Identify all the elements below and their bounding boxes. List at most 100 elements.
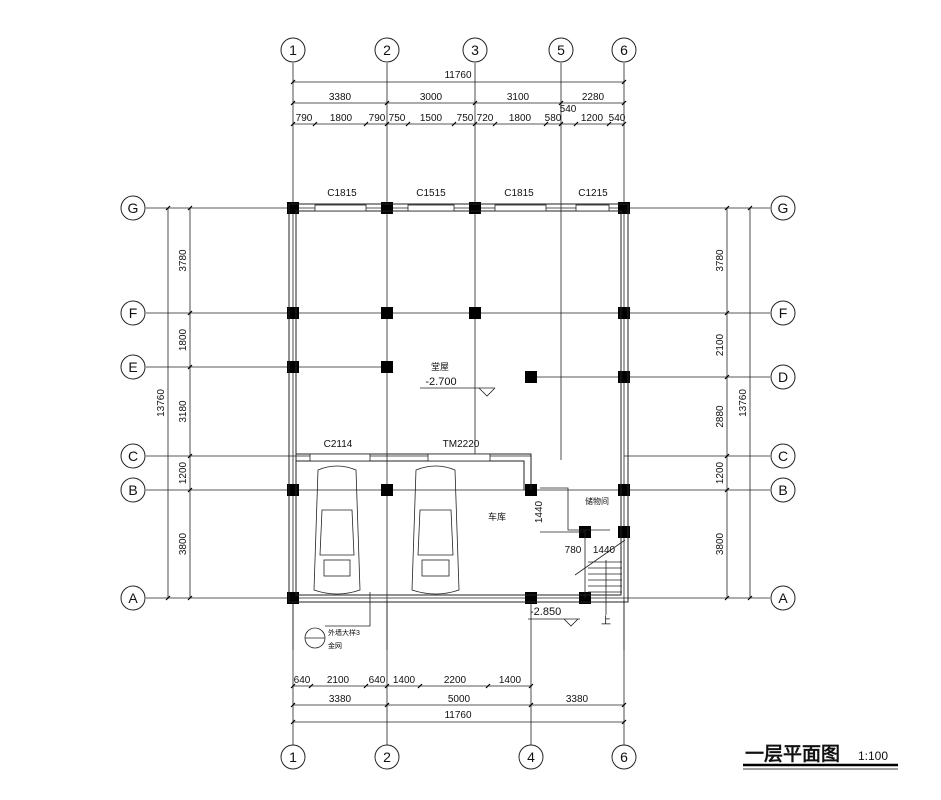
column (469, 307, 481, 319)
dimension-tick (724, 487, 730, 493)
dimension-tick (384, 702, 390, 708)
axis-bubble (120, 354, 146, 380)
dimension-tick (405, 121, 411, 127)
axis-bubble (120, 477, 146, 503)
outer-wall (288, 203, 629, 603)
dimension-tick (363, 683, 369, 689)
window-label: C1815 (327, 188, 357, 199)
top-windows (314, 204, 610, 212)
axis-bubble (280, 744, 306, 770)
dimension-tick (724, 374, 730, 380)
dimension-text: 13760 (738, 389, 749, 417)
axis-bubble (770, 364, 796, 390)
dimension-tick (384, 683, 390, 689)
car-icon (411, 465, 460, 595)
dimension-text: 3800 (178, 532, 189, 555)
window-label: C1515 (416, 188, 446, 199)
detail-ref-label: 外墙大样3 (328, 628, 360, 637)
dimension-text: 750 (389, 113, 406, 124)
dimension-text: 540 (609, 113, 626, 124)
column (381, 361, 393, 373)
dimension-tick (308, 683, 314, 689)
dimension-tick (724, 205, 730, 211)
axis-label: 6 (620, 749, 628, 765)
level-mark (420, 387, 496, 397)
dimension-tick (187, 595, 193, 601)
dimension-tick (290, 100, 296, 106)
axis-label: 3 (471, 42, 479, 58)
dimension-text: 3780 (715, 249, 726, 272)
dimension-tick (724, 453, 730, 459)
dimension-tick (621, 100, 627, 106)
dimension-text: 1200 (715, 461, 726, 484)
dimension-text: 790 (296, 113, 313, 124)
axis-bubble (770, 585, 796, 611)
axis-bubble (120, 585, 146, 611)
window-label: C2114 (324, 439, 353, 450)
dimension-tick (747, 595, 753, 601)
garage-wall (296, 453, 532, 490)
dimension-text: 11760 (444, 710, 472, 721)
axis-label: 4 (527, 749, 535, 765)
dimension-text: 1200 (581, 113, 604, 124)
dimension-tick (485, 683, 491, 689)
dimension-text: 1800 (509, 113, 532, 124)
window-label: C1815 (504, 188, 534, 199)
axis-bubble (611, 37, 637, 63)
dimension-tick (621, 121, 627, 127)
car-icon (313, 465, 361, 595)
dimension-text: 750 (457, 113, 474, 124)
dimension-tick (472, 121, 478, 127)
detail-ref-sub: 金网 (328, 641, 342, 650)
dimension-text: 790 (369, 113, 386, 124)
dimension-text: 1800 (330, 113, 353, 124)
dimension-text: 11760 (444, 70, 472, 81)
dimension-tick (528, 702, 534, 708)
axis-label: 2 (383, 749, 391, 765)
stair-dim: 780 (565, 545, 582, 556)
axis-bubble (770, 477, 796, 503)
stair-dim: 1440 (534, 500, 545, 523)
dimension-text: 1800 (178, 328, 189, 351)
dimension-tick (290, 683, 296, 689)
dimension-tick (451, 121, 457, 127)
stair (574, 539, 626, 615)
dimension-text: 3380 (566, 694, 589, 705)
dimension-tick (290, 702, 296, 708)
dimension-text: 1500 (420, 113, 443, 124)
axis-label: A (128, 590, 138, 606)
outer-wall-inner (295, 210, 622, 596)
dimension-text: 720 (477, 113, 494, 124)
door-label: TM2220 (443, 439, 480, 450)
garage-level: -2.850 (530, 606, 561, 618)
dimension-text: 1400 (499, 675, 522, 686)
axis-label: B (128, 482, 137, 498)
axis-bubble (518, 744, 544, 770)
dimension-tick (187, 453, 193, 459)
dimension-tick (558, 121, 564, 127)
dimension-text: 13760 (156, 389, 167, 417)
dimension-tick (492, 121, 498, 127)
dimension-text: 1200 (178, 461, 189, 484)
axis-label: C (128, 448, 138, 464)
dimension-tick (621, 702, 627, 708)
axis-bubble (280, 37, 306, 63)
dimension-text: 3800 (715, 532, 726, 555)
dimension-tick (187, 364, 193, 370)
dimension-text: 640 (369, 675, 386, 686)
dimension-tick (747, 205, 753, 211)
axis-bubble (770, 300, 796, 326)
window-c2114 (309, 453, 371, 462)
dimension-tick (165, 205, 171, 211)
axis-bubble (120, 443, 146, 469)
drawing-title: 一层平面图 (745, 743, 840, 765)
storage-wall (540, 487, 610, 598)
dimension-text: 3380 (329, 92, 352, 103)
column (381, 484, 393, 496)
dimension-text: 2100 (327, 675, 350, 686)
drawing-scale: 1:100 (858, 749, 888, 763)
dimension-tick (528, 683, 534, 689)
dimension-tick (187, 310, 193, 316)
axis-label: D (778, 369, 788, 385)
